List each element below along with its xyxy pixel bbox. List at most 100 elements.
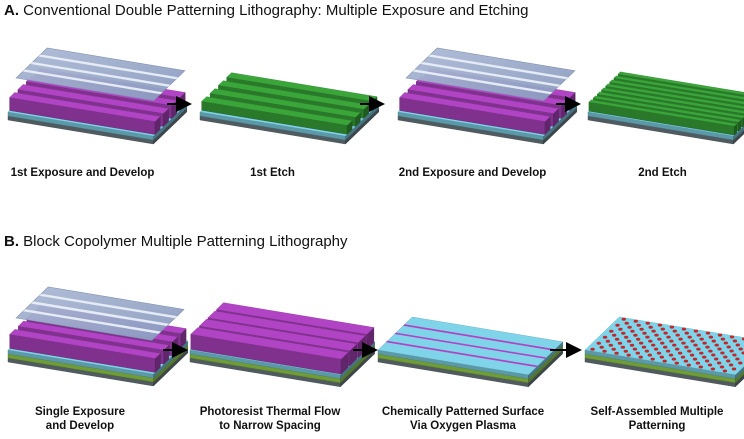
section-b-title: B. Block Copolymer Multiple Patterning L…	[4, 233, 348, 250]
bcp-dot	[726, 359, 731, 363]
block-b4	[584, 316, 744, 388]
bcp-dot	[644, 349, 650, 353]
top-face	[9, 92, 161, 122]
caption-b3-line2: Via Oxygen Plasma	[410, 420, 516, 432]
bcp-dot	[681, 341, 686, 345]
side-face	[735, 374, 744, 388]
side-face	[735, 366, 744, 380]
caption-b4-line1: Self-Assembled Multiple	[590, 406, 724, 418]
top-face	[605, 83, 744, 110]
bcp-dot	[696, 333, 701, 337]
bcp-dot	[728, 363, 734, 367]
bcp-dot	[705, 345, 710, 349]
bcp-dot	[638, 355, 643, 359]
side-face	[733, 125, 744, 141]
bcp-dot	[663, 331, 668, 335]
section-a-title: A. Conventional Double Patterning Lithog…	[4, 2, 529, 19]
mask-slit-3	[38, 54, 179, 80]
caption-a3: 2nd Exposure and Develop	[398, 167, 547, 179]
bcp-dot	[614, 337, 620, 341]
bcp-dot	[602, 335, 608, 339]
bcp-dot	[668, 353, 674, 357]
bcp-dot	[669, 339, 674, 343]
bcp-dot	[708, 349, 713, 353]
bcp-dot	[654, 333, 659, 337]
bcp-dot	[698, 365, 703, 369]
bcp-dot	[672, 343, 677, 347]
top-face	[17, 84, 170, 114]
block-a1	[7, 47, 188, 145]
bcp-dot	[741, 351, 744, 355]
top-face	[9, 329, 161, 359]
bcp-dot	[611, 347, 616, 351]
caption-b4: Self-Assembled Multiple Patterning	[570, 405, 744, 433]
bcp-dot	[626, 339, 632, 343]
section-a-title-text: Conventional Double Patterning Lithograp…	[23, 2, 529, 19]
bcp-dot	[621, 331, 626, 335]
top-face	[207, 310, 366, 343]
chemical-pattern-stripe-3	[403, 324, 555, 351]
bcp-dot	[707, 363, 713, 367]
bcp-dot	[609, 329, 614, 333]
bcp-dot	[596, 341, 601, 345]
bcp-dot	[657, 337, 662, 341]
bcp-dot	[590, 347, 595, 351]
bcp-dot	[741, 337, 744, 341]
bcp-dot	[683, 359, 689, 363]
photomask	[405, 47, 576, 102]
bcp-dot	[617, 341, 623, 345]
bcp-dot	[648, 325, 653, 329]
bcp-dot	[624, 335, 629, 339]
bcp-dot	[675, 333, 680, 337]
bcp-dot	[674, 361, 679, 365]
bcp-dot	[624, 321, 629, 325]
bcp-dot	[693, 329, 699, 333]
bcp-dot	[711, 353, 716, 357]
photomask	[15, 286, 185, 341]
bcp-dot	[699, 351, 704, 355]
reflowed-resist-line-1	[190, 327, 349, 375]
bcp-dot	[642, 331, 647, 335]
bcp-dot	[641, 345, 647, 349]
photoresist-line-1	[9, 329, 161, 373]
bcp-dot	[702, 341, 707, 345]
bcp-dot	[692, 357, 698, 361]
top-face	[609, 79, 744, 105]
top-face	[190, 327, 349, 360]
section-a-letter: A.	[4, 2, 19, 19]
bcp-dot	[677, 351, 683, 355]
caption-b1: Single Exposure and Develop	[0, 405, 160, 433]
etched-line-1	[201, 96, 353, 135]
photomask	[15, 47, 186, 102]
bcp-dot	[620, 345, 626, 349]
bcp-dot	[651, 329, 656, 333]
chemical-pattern-stripe-1	[385, 340, 538, 368]
bcp-dot	[623, 349, 628, 353]
bcp-dot	[716, 361, 722, 365]
bcp-dot	[666, 335, 671, 339]
top-face	[198, 318, 358, 352]
mask-slit-3	[428, 54, 569, 80]
mask-slit-1	[22, 309, 162, 334]
bcp-dot	[653, 347, 659, 351]
top-face	[588, 99, 738, 127]
mask-slit-3	[39, 293, 178, 319]
bcp-dot	[665, 349, 671, 353]
bcp-dot	[633, 319, 638, 323]
caption-b2-line1: Photoresist Thermal Flow	[199, 406, 341, 418]
bcp-dot	[720, 351, 725, 355]
bcp-dot	[618, 327, 623, 331]
chemical-pattern-stripe-2	[394, 332, 547, 359]
bcp-dot	[731, 367, 737, 371]
side-face	[733, 129, 744, 145]
bcp-dot	[722, 369, 728, 373]
caption-b3-line1: Chemically Patterned Surface	[381, 406, 545, 418]
bcp-dot	[615, 323, 620, 327]
bcp-dot	[687, 349, 692, 353]
section-b-title-text: Block Copolymer Multiple Patterning Lith…	[23, 233, 348, 250]
bcp-dot	[693, 343, 698, 347]
top-face	[209, 88, 361, 118]
bcp-dot	[627, 325, 632, 329]
bcp-dot	[738, 347, 743, 351]
top-face	[613, 75, 744, 100]
